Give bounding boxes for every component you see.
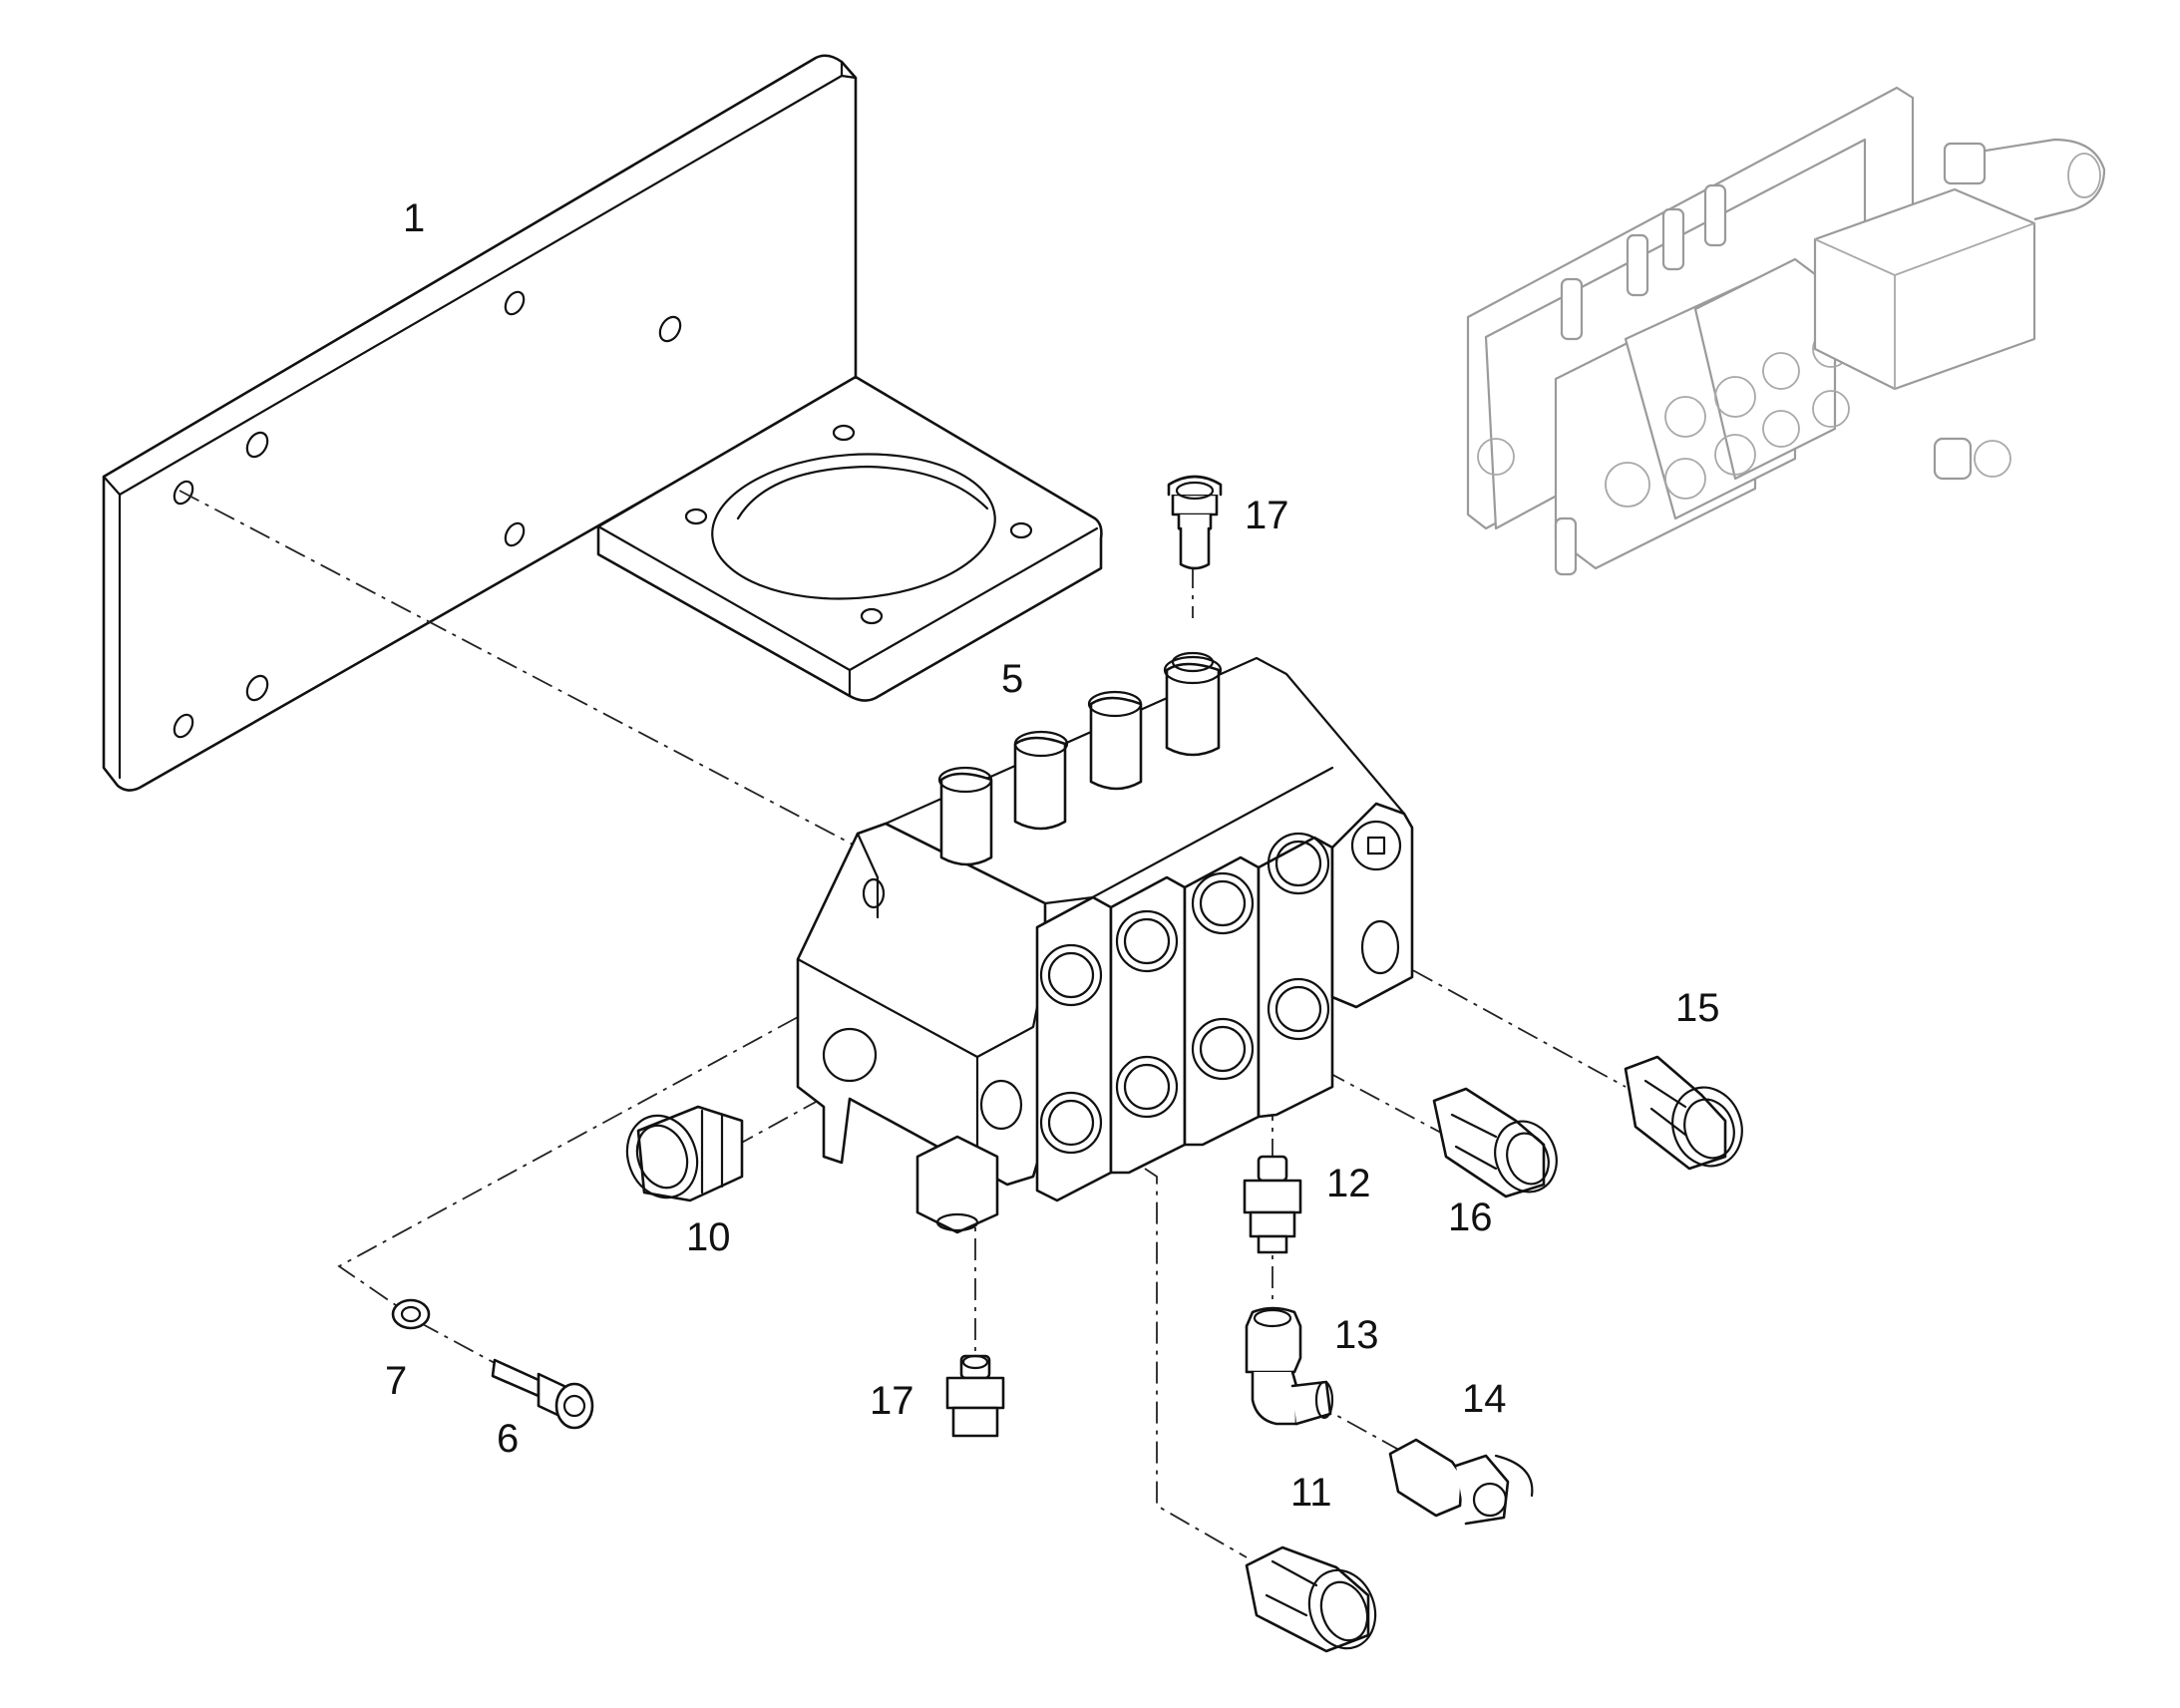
fitting-11-part — [1245, 1545, 1377, 1653]
callout-1: 1 — [403, 196, 425, 240]
callout-12: 12 — [1326, 1162, 1371, 1205]
control-valve-block-part — [796, 651, 1414, 1234]
callout-13: 13 — [1334, 1313, 1379, 1357]
fitting-17-top-part — [1167, 475, 1223, 570]
callout-6: 6 — [497, 1417, 519, 1461]
quick-coupler-14-part — [1388, 1438, 1534, 1526]
callout-17-bottom: 17 — [870, 1379, 914, 1423]
fitting-12-part — [1243, 1155, 1302, 1254]
fitting-16-part — [1432, 1087, 1558, 1198]
callout-11: 11 — [1290, 1471, 1332, 1515]
washer-7-part — [391, 1298, 431, 1330]
callout-7: 7 — [385, 1359, 407, 1403]
spool-port-fittings — [937, 651, 1223, 866]
assembly-centerlines — [179, 490, 1627, 1558]
callout-15: 15 — [1675, 986, 1720, 1030]
elbow-13-part — [1245, 1306, 1334, 1426]
callout-5: 5 — [1001, 657, 1023, 701]
fitting-17-bottom-part — [945, 1354, 1005, 1438]
fitting-10-part — [625, 1105, 744, 1202]
callout-14: 14 — [1462, 1377, 1507, 1421]
bolt-6-part — [491, 1358, 594, 1430]
callout-labels: 1 5 17 15 16 12 10 13 14 7 6 17 11 — [385, 196, 1720, 1515]
callout-10: 10 — [686, 1215, 731, 1259]
mounting-bracket-part — [102, 54, 1103, 792]
assembly-preview-image — [1466, 86, 2106, 576]
fitting-15-part — [1624, 1055, 1743, 1171]
callout-16: 16 — [1448, 1196, 1493, 1239]
callout-17-top: 17 — [1245, 494, 1289, 537]
